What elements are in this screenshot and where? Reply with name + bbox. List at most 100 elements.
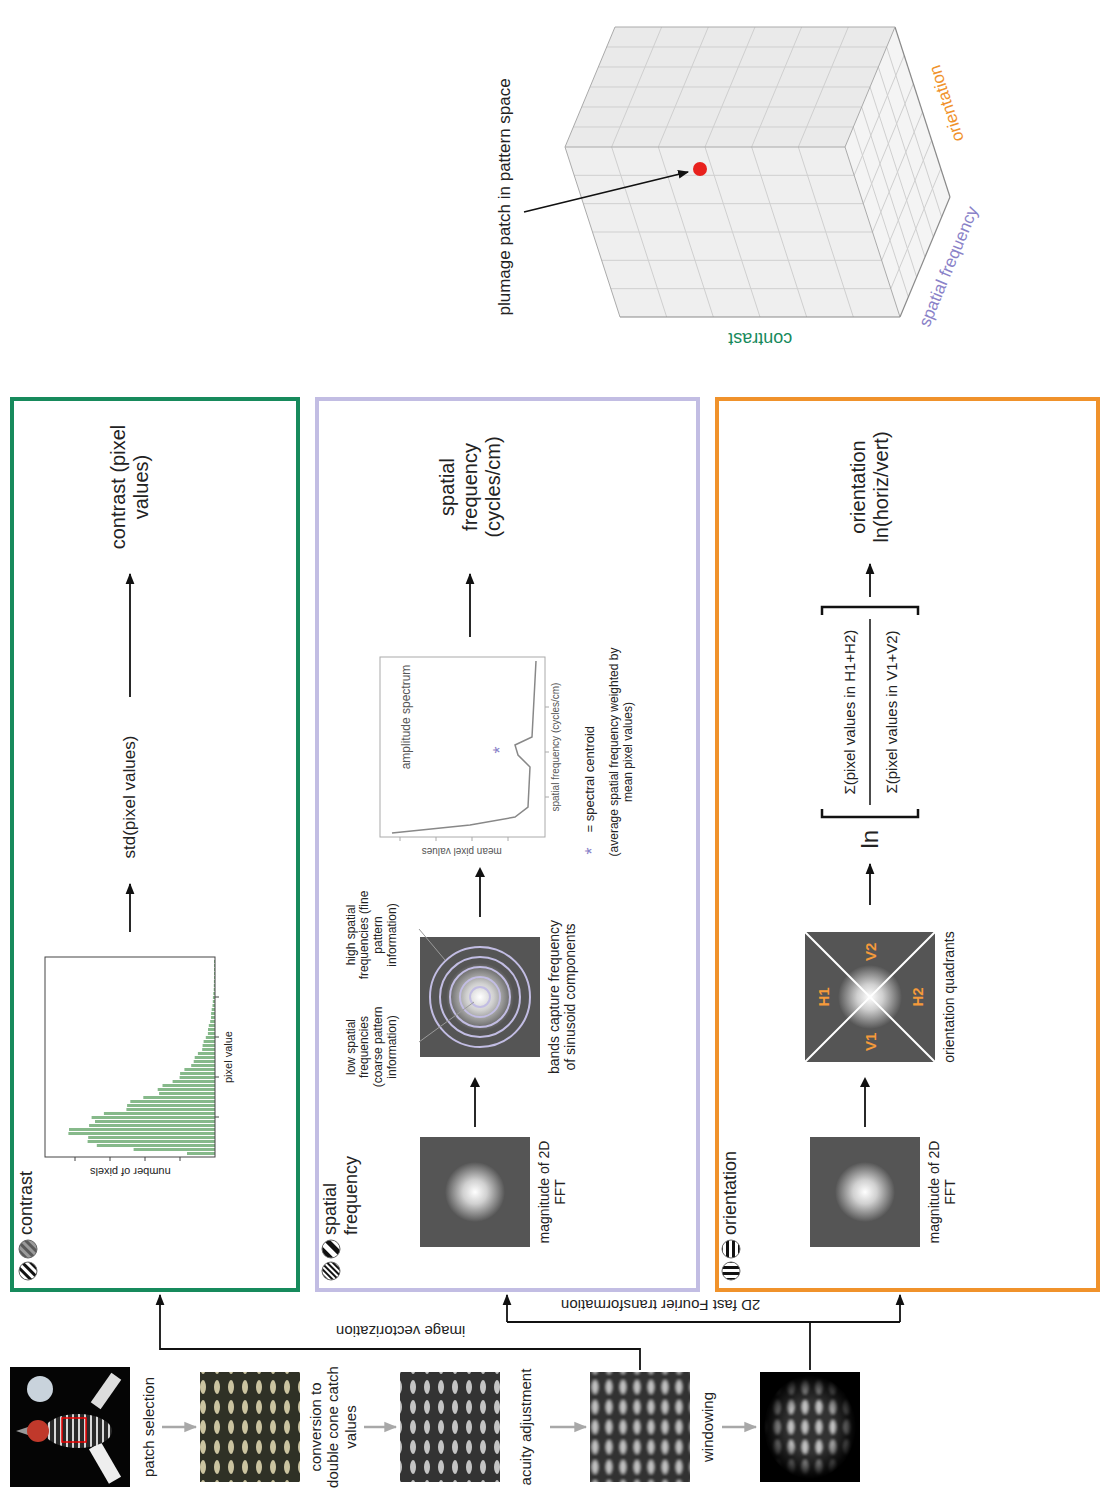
histogram-bars bbox=[209, 1024, 215, 1027]
frequency-bands-image bbox=[430, 947, 530, 1047]
histogram-bars bbox=[180, 1072, 215, 1075]
process-arrows bbox=[899, 1295, 901, 1322]
amplitude-spectrum-plot bbox=[400, 707, 549, 841]
step-label: patch selection bbox=[140, 1362, 157, 1492]
arrow-label: image vectorization bbox=[336, 1323, 465, 1340]
note-text: (average spatial frequency weighted by m… bbox=[608, 637, 636, 867]
pipeline-images bbox=[200, 1372, 300, 1482]
panel-arrows bbox=[130, 564, 870, 932]
pattern-space-cube bbox=[583, 203, 863, 204]
panel-arrows bbox=[129, 884, 131, 932]
frequency-bands-image bbox=[446, 963, 514, 1031]
step-label: acuity adjustment bbox=[517, 1363, 534, 1491]
histogram-bars bbox=[194, 1060, 215, 1063]
note-text: = spectral centroid bbox=[583, 726, 598, 833]
formula-text: Σ(pixel values in H1+H2) bbox=[841, 630, 858, 795]
frequency-bands-image bbox=[420, 937, 540, 1057]
histogram-bars bbox=[211, 1012, 215, 1015]
orientation-quadrants-image bbox=[805, 932, 935, 1062]
orientation-quadrants-image: H1V1V2H2orientation quadrants bbox=[805, 917, 959, 1077]
pipeline-arrows bbox=[550, 1426, 586, 1429]
orientation-quadrants-image bbox=[805, 932, 935, 1062]
frequency-bands-image bbox=[419, 929, 540, 1057]
histogram-bars bbox=[210, 1020, 215, 1023]
histogram-bars bbox=[97, 1144, 215, 1147]
axis-label: spatial frequency (cycles/cm) bbox=[550, 683, 562, 812]
pipeline-images bbox=[590, 1372, 690, 1482]
bird-photo bbox=[16, 1427, 28, 1435]
histogram-bars bbox=[187, 1152, 215, 1155]
callout-label: low spatial frequencies (coarse pattern … bbox=[345, 1001, 400, 1093]
centroid-marker: * bbox=[582, 847, 603, 854]
amplitude-spectrum-plot bbox=[380, 657, 545, 837]
pipeline-images bbox=[760, 1372, 860, 1482]
histogram-bars bbox=[126, 1108, 215, 1111]
pattern-space-cube bbox=[853, 127, 908, 297]
pattern-space-cube bbox=[612, 147, 667, 317]
histogram-bars bbox=[127, 1104, 215, 1107]
axis-label: mean pixel values bbox=[422, 845, 502, 857]
arrowhead bbox=[475, 867, 485, 877]
histogram-bars bbox=[198, 1052, 215, 1055]
pipeline-arrows bbox=[162, 1426, 756, 1429]
histogram-bars bbox=[184, 1068, 215, 1071]
spatial-frequency-panel: spatial frequencymagnitude of 2D FFTband… bbox=[315, 397, 700, 1292]
histogram-bars bbox=[204, 1040, 215, 1043]
bird-photo bbox=[44, 1414, 112, 1448]
histogram-bars bbox=[88, 1140, 215, 1143]
leader-arrow bbox=[524, 172, 688, 212]
bird-photo bbox=[10, 1367, 130, 1487]
process-arrows bbox=[506, 1295, 508, 1322]
pattern-space-cube bbox=[565, 147, 845, 148]
amplitude-spectrum-plot bbox=[380, 657, 549, 841]
fft-image bbox=[835, 1162, 895, 1222]
process-arrows bbox=[809, 1322, 811, 1370]
panel-arrows bbox=[869, 564, 871, 597]
pattern-space-cube bbox=[612, 27, 662, 147]
pattern-space-cube bbox=[845, 27, 895, 147]
quadrant-label: H2 bbox=[909, 987, 926, 1006]
histogram-bars bbox=[143, 1096, 215, 1099]
panel-heading: contrast bbox=[16, 1075, 37, 1235]
pipeline-arrows bbox=[162, 1426, 196, 1429]
arrowhead bbox=[860, 1077, 870, 1087]
panel-icons bbox=[19, 1262, 37, 1280]
histogram-bars bbox=[173, 1080, 215, 1083]
panel-heading: orientation bbox=[720, 1075, 741, 1235]
pattern-space-cube bbox=[845, 147, 900, 317]
histogram-frame bbox=[45, 957, 219, 1161]
histogram-bars bbox=[211, 1016, 215, 1019]
bird-photo bbox=[89, 1442, 121, 1484]
histogram-bars bbox=[159, 1092, 215, 1095]
panel-icons bbox=[19, 1240, 37, 1258]
histogram-bars bbox=[195, 1056, 215, 1059]
pattern-space-cube bbox=[615, 27, 895, 28]
formula-brackets bbox=[822, 809, 918, 817]
quadrant-label: V2 bbox=[862, 943, 879, 961]
frequency-bands-image bbox=[419, 1002, 474, 1042]
panel-icons bbox=[322, 1262, 340, 1280]
histogram-bars bbox=[130, 1100, 215, 1103]
pipeline-arrows bbox=[364, 1426, 396, 1429]
step-label: windowing bbox=[699, 1363, 716, 1491]
process-arrows bbox=[160, 1295, 900, 1370]
pattern-space-cube bbox=[565, 27, 950, 317]
amplitude-spectrum-chart: amplitude spectrum bbox=[378, 657, 548, 867]
fft-image bbox=[810, 1137, 920, 1247]
histogram-bars bbox=[104, 1112, 215, 1115]
fft-image bbox=[420, 1137, 530, 1247]
output-measure: orientation ln(horiz/vert) bbox=[847, 412, 893, 562]
fft-image bbox=[445, 1162, 505, 1222]
bird-photo bbox=[10, 1367, 130, 1487]
pattern-space-cube bbox=[565, 147, 900, 317]
pattern-space-cube bbox=[705, 27, 755, 147]
callout-label: high spatial frequencies (fine pattern i… bbox=[345, 889, 400, 981]
amplitude-spectrum-plot bbox=[392, 661, 536, 833]
panel-icons bbox=[722, 1262, 740, 1280]
centroid-marker: * bbox=[490, 746, 511, 753]
frequency-bands-image bbox=[450, 967, 510, 1027]
histogram-bars bbox=[208, 1028, 215, 1031]
histogram-bars bbox=[180, 1076, 215, 1079]
formula-brackets bbox=[822, 607, 918, 615]
axis-label: pixel value bbox=[222, 1031, 235, 1083]
